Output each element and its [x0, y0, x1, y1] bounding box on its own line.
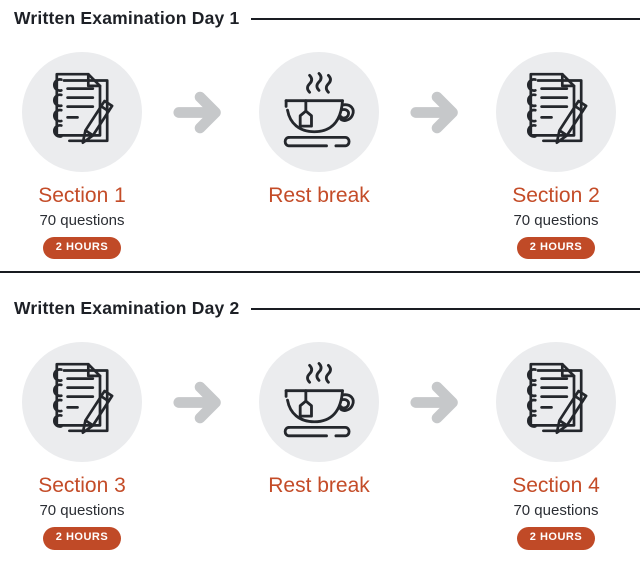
- step-section-4: Section 4 70 questions 2 HOURS: [492, 342, 620, 550]
- step-label: Rest break: [268, 184, 370, 207]
- step-label: Rest break: [268, 474, 370, 498]
- step-section-2: Section 2 70 questions 2 HOURS: [492, 52, 620, 260]
- flow-arrow: [383, 52, 492, 172]
- step-circle: [22, 52, 142, 172]
- step-circle: [259, 52, 379, 172]
- arrow-right-icon: [409, 380, 467, 425]
- flow-arrow: [146, 342, 255, 462]
- day-2-flow: Section 3 70 questions 2 HOURS Rest brea…: [0, 342, 640, 550]
- step-rest-break: Rest break: [255, 52, 383, 207]
- day-2-title: Written Examination Day 2: [14, 298, 240, 319]
- day-2-header: Written Examination Day 2: [0, 298, 640, 319]
- day-divider: [0, 271, 640, 274]
- step-label: Section 3: [38, 474, 126, 498]
- flow-arrow: [146, 52, 255, 172]
- day-1-header: Written Examination Day 1: [0, 8, 640, 29]
- day-1-block: Written Examination Day 1 Section 1 70 q…: [0, 8, 640, 260]
- step-circle: [496, 52, 616, 172]
- step-circle: [496, 342, 616, 463]
- duration-badge: 2 HOURS: [516, 237, 596, 260]
- day-1-title-rule: [251, 17, 640, 20]
- step-circle: [22, 342, 142, 463]
- teacup-icon: [272, 355, 366, 449]
- step-rest-break: Rest break: [255, 342, 383, 497]
- step-questions: 70 questions: [513, 212, 599, 230]
- day-1-flow: Section 1 70 questions 2 HOURS Rest brea…: [0, 52, 640, 260]
- step-questions: 70 questions: [39, 502, 125, 520]
- arrow-right-icon: [172, 90, 230, 135]
- notebook-pencil-icon: [511, 67, 601, 157]
- step-section-3: Section 3 70 questions 2 HOURS: [18, 342, 146, 550]
- step-label: Section 4: [512, 474, 600, 498]
- step-questions: 70 questions: [39, 212, 125, 230]
- day-2-block: Written Examination Day 2 Section 3 70 q…: [0, 298, 640, 550]
- step-circle: [259, 342, 379, 463]
- notebook-pencil-icon: [37, 357, 127, 447]
- arrow-right-icon: [172, 380, 230, 425]
- notebook-pencil-icon: [511, 357, 601, 447]
- step-label: Section 2: [512, 184, 600, 207]
- notebook-pencil-icon: [37, 67, 127, 157]
- day-1-title: Written Examination Day 1: [14, 8, 240, 28]
- day-2-title-rule: [251, 307, 640, 310]
- teacup-icon: [272, 65, 366, 159]
- flow-arrow: [383, 342, 492, 462]
- arrow-right-icon: [409, 90, 467, 135]
- duration-badge: 2 HOURS: [42, 527, 122, 550]
- duration-badge: 2 HOURS: [42, 237, 122, 260]
- step-section-1: Section 1 70 questions 2 HOURS: [18, 52, 146, 260]
- step-label: Section 1: [38, 184, 126, 207]
- duration-badge: 2 HOURS: [516, 527, 596, 550]
- step-questions: 70 questions: [513, 502, 599, 520]
